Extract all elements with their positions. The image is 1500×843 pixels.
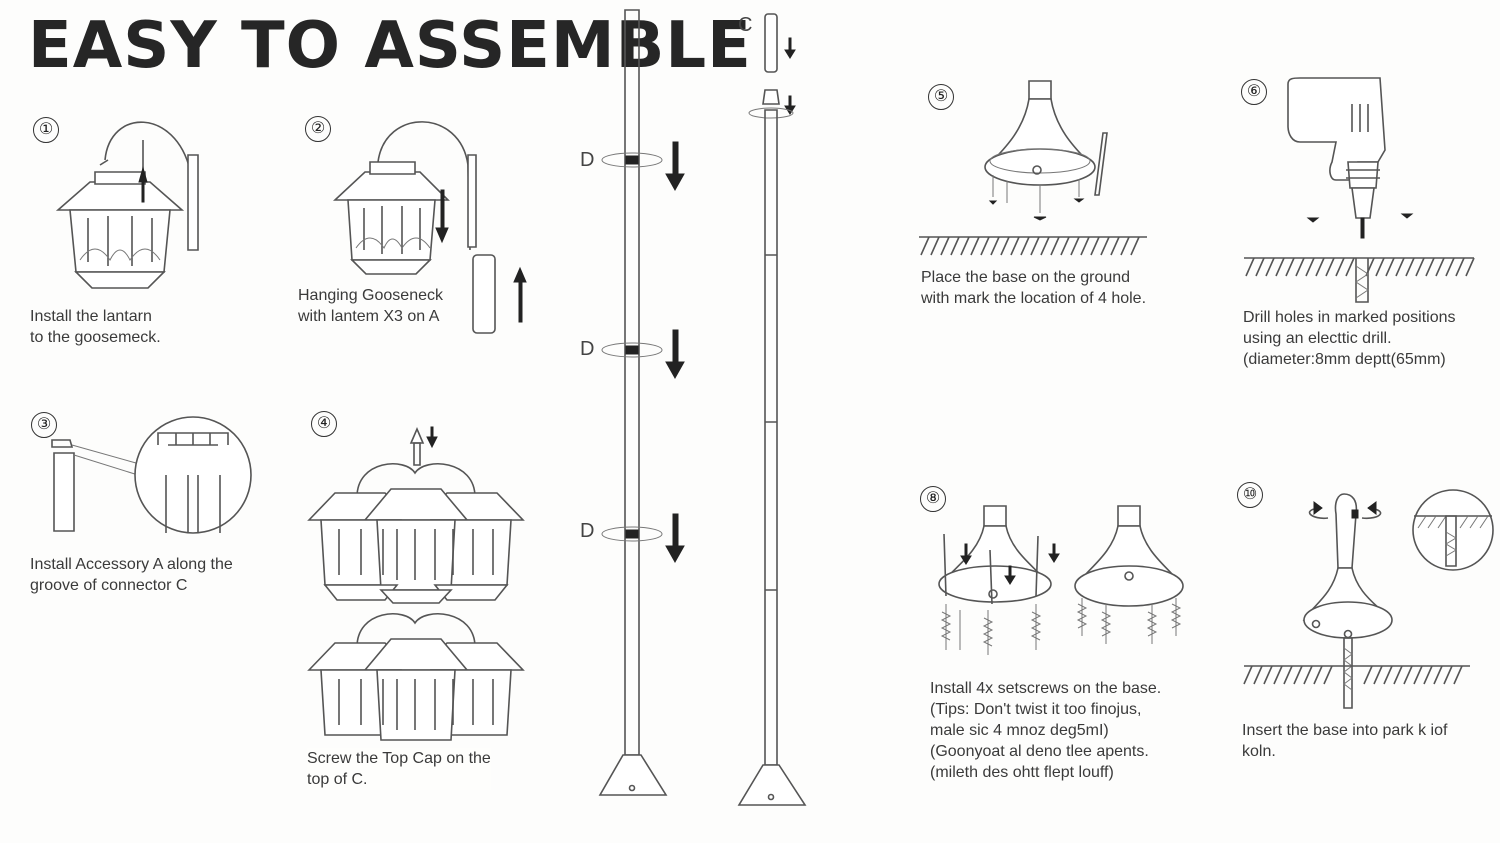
step-8-setscrews-base-illustration xyxy=(930,500,1195,660)
step-2-hanging-lantern-illustration xyxy=(330,110,530,340)
pole-label-d-top: D xyxy=(580,149,595,171)
step-1-lantern-gooseneck-illustration xyxy=(50,110,220,300)
step-6-number: ⑥ xyxy=(1241,79,1267,105)
step-10-caption: Insert the base into park k iof koln. xyxy=(1242,722,1448,760)
pole-label-d-bottom: D xyxy=(580,520,595,542)
step-6-caption: Drill holes in marked positions using an… xyxy=(1243,309,1456,368)
step-4-caption: Screw the Top Cap on the top of C. xyxy=(307,748,491,790)
step-1-caption: Install the lantarn to the goosemeck. xyxy=(30,308,161,346)
step-4-number: ④ xyxy=(311,411,337,437)
step-3-number: ③ xyxy=(31,412,57,438)
step-10-insert-base-illustration xyxy=(1240,488,1498,713)
pole-assembly-with-connectors-illustration xyxy=(590,10,690,800)
step-5-number: ⑤ xyxy=(928,84,954,110)
step-2-caption: Hanging Gooseneck with lantem X3 on A xyxy=(298,287,443,325)
step-2-number: ② xyxy=(305,116,331,142)
step-3-caption: Install Accessory A along the groove of … xyxy=(30,556,233,594)
page-title: EASY TO ASSEMBLE xyxy=(28,9,752,83)
step-6-electric-drill-illustration xyxy=(1240,70,1480,305)
step-4-triple-lantern-illustration xyxy=(305,425,530,755)
step-5-caption: Place the base on the ground with mark t… xyxy=(921,269,1147,307)
pole-label-d-middle: D xyxy=(580,338,595,360)
step-1-number: ① xyxy=(33,117,59,143)
step-8-caption: Install 4x setscrews on the base. (Tips:… xyxy=(930,680,1162,781)
step-5-base-on-ground-illustration xyxy=(915,75,1155,260)
step-3-connector-groove-illustration xyxy=(48,415,258,540)
pole-with-top-cap-illustration xyxy=(735,10,815,810)
step-8-number: ⑧ xyxy=(920,486,946,512)
pole-label-c: C xyxy=(738,14,753,36)
step-10-number: ⑩ xyxy=(1237,482,1263,508)
